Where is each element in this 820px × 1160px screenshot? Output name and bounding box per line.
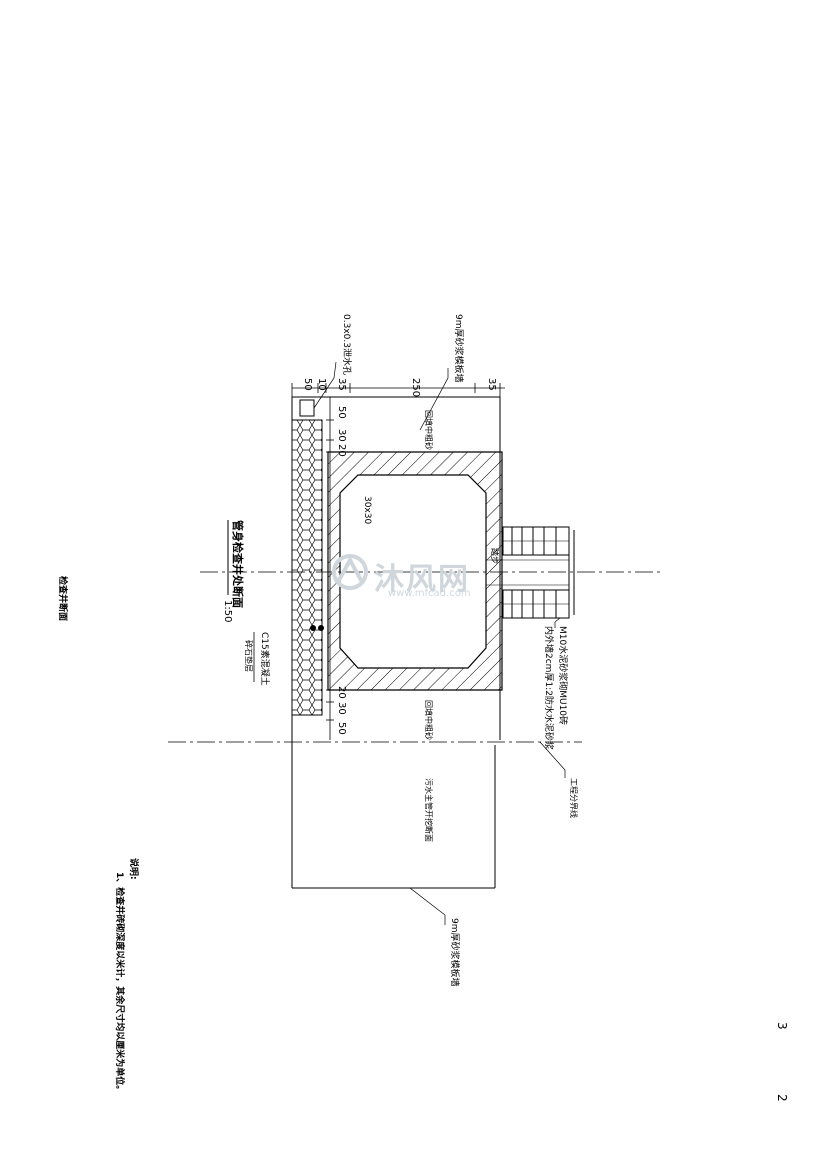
page-number-3: 3 xyxy=(775,1022,789,1030)
weep-hole-label: 0.3x0.3泄水孔 xyxy=(341,314,351,375)
leader-boundary xyxy=(539,741,566,778)
dim-top-250: 250 xyxy=(410,378,421,398)
dim-top-35-left: 35 xyxy=(336,378,347,391)
gravel-cushion xyxy=(291,419,323,716)
leader-weep-hole xyxy=(313,361,337,409)
base-label: C15素混凝土 xyxy=(259,632,269,686)
watermark-url: www.mfcad.com xyxy=(388,588,471,599)
chamfer-label: 30x30 xyxy=(362,496,372,525)
dim-top-10: 10 xyxy=(316,378,327,391)
backfill-upper-label: 回填中粗砂 xyxy=(424,410,433,450)
dim-side-50-bot: 50 xyxy=(336,722,347,735)
section-title: 管身检查井处断面 xyxy=(231,520,244,608)
section-scale: 1:50 xyxy=(222,600,233,623)
base-sub-label: 碎石垫层 xyxy=(244,640,253,672)
manhole-section xyxy=(327,451,503,691)
dim-side-50-top: 50 xyxy=(336,406,347,419)
watermark: 沐风网 www.mfcad.com xyxy=(330,552,500,602)
wall-label-bottom: 9m厚砂浆模板墙 xyxy=(449,918,459,987)
page-number-2: 2 xyxy=(775,1094,789,1102)
side-dimension xyxy=(326,397,334,740)
leader-top-right xyxy=(419,368,449,431)
masonry-label-1: M10水泥砂浆砌MU10砖 xyxy=(557,626,567,726)
watermark-logo-icon xyxy=(332,554,368,590)
notes-heading: 说明: xyxy=(128,858,138,880)
dim-side-30-top: 30 xyxy=(336,429,347,442)
dim-side-30-bot: 30 xyxy=(336,702,347,715)
brick-riser xyxy=(486,526,575,619)
backfill-lower-label: 回填中粗砂 xyxy=(424,700,433,740)
sewer-label: 污水主管开挖断面 xyxy=(424,778,433,842)
boundary-label: 工程分界线 xyxy=(569,778,578,818)
leader-bottom-right xyxy=(409,887,446,925)
dim-top-35-right: 35 xyxy=(486,378,497,391)
dim-side-20-bot: 20 xyxy=(336,686,347,699)
leader-masonry xyxy=(554,617,561,628)
notes-line-1: 1、检查井砖砌深度以米计，其余尺寸均以厘米为单位。 xyxy=(114,872,124,1095)
dim-top-50: 50 xyxy=(302,378,313,391)
weep-hole xyxy=(299,399,315,417)
drawing-title: 检查井断面 xyxy=(57,576,67,622)
rebar-dot xyxy=(318,625,324,631)
dim-side-20-top: 20 xyxy=(336,444,347,457)
masonry-label-2: 内外墙2cm厚1:2防水水泥砂浆 xyxy=(543,626,553,750)
watermark-text: 沐风网 xyxy=(374,562,470,597)
rebar-dot xyxy=(310,625,316,631)
wall-label-top: 9m厚砂浆模板墙 xyxy=(453,314,463,383)
